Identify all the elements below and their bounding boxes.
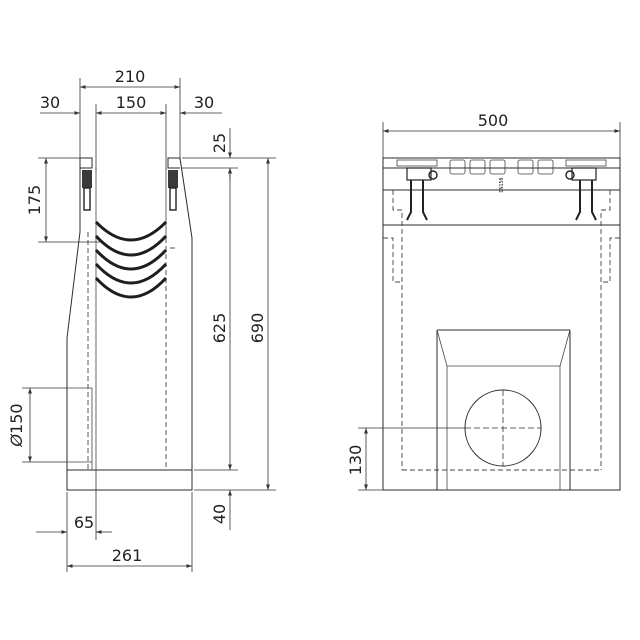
dim-flange-right: 30 [194, 93, 214, 112]
fixing-bolts [406, 167, 597, 221]
side-view [66, 157, 193, 491]
dim-outlet-diameter: 150 [7, 403, 26, 434]
side-grate-clamps [82, 170, 178, 211]
dim-grate-depth: 175 [25, 185, 44, 216]
outlet-hood [436, 329, 571, 490]
dim-outlet-offset: 65 [74, 513, 94, 532]
dim-grate-thickness: 25 [210, 133, 229, 153]
grate-marking: DN150 [499, 177, 505, 192]
front-view-labels: 500 130 [346, 111, 508, 475]
side-view-labels: 210 30 150 30 25 175 625 690 Ø150 40 65 … [7, 67, 267, 565]
dim-total-height: 690 [248, 313, 267, 344]
dim-bottom-thickness: 40 [210, 504, 229, 524]
dim-inner-height: 625 [210, 313, 229, 344]
channel-arcs [94, 220, 168, 299]
svg-text:Ø150: Ø150 [7, 403, 26, 447]
dim-flange-left: 30 [40, 93, 60, 112]
front-view: DN150 [382, 157, 621, 491]
dim-channel-width: 150 [116, 93, 147, 112]
grate-slots [396, 159, 607, 175]
side-body-outline [66, 157, 193, 491]
diameter-symbol: Ø [7, 434, 26, 448]
dim-base-width: 261 [112, 546, 143, 565]
dim-top-width: 210 [115, 67, 146, 86]
front-view-dimensions [358, 122, 621, 491]
dim-outlet-height: 130 [346, 445, 365, 476]
side-view-dimensions [22, 78, 276, 572]
front-body-outline [382, 157, 621, 491]
dim-front-width: 500 [478, 111, 509, 130]
